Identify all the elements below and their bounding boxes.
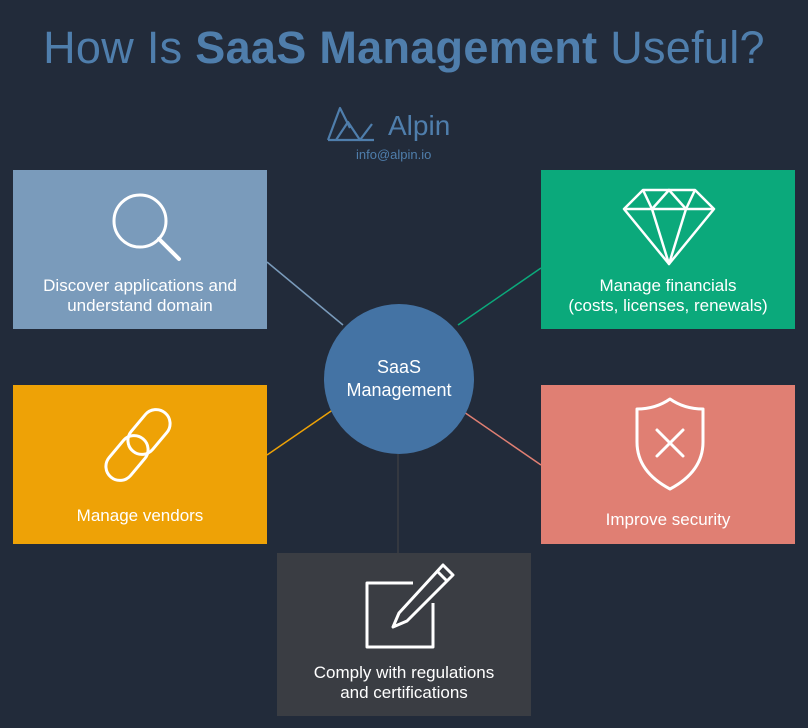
- connector-security: [460, 409, 542, 466]
- magnifier-icon: [112, 193, 181, 261]
- card-vendors-label: Manage vendors: [13, 506, 267, 526]
- card-discover-label: Discover applications and understand dom…: [13, 276, 267, 316]
- card-comply-regulations: Comply with regulations and certificatio…: [277, 553, 531, 716]
- card-manage-financials: Manage financials (costs, licenses, rene…: [541, 170, 795, 329]
- card-financials-line2: (costs, licenses, renewals): [568, 296, 768, 315]
- hub-saas-management: SaaS Management: [324, 304, 474, 454]
- chain-link-icon: [104, 408, 172, 482]
- card-discover-line2: understand domain: [67, 296, 213, 315]
- shield-x-icon: [635, 397, 705, 491]
- card-security-line1: Improve security: [605, 510, 731, 529]
- hub-line1: SaaS: [376, 357, 422, 377]
- brand-logo: Alpin info@alpin.io: [326, 104, 476, 162]
- card-manage-vendors: Manage vendors: [13, 385, 267, 544]
- brand-email: info@alpin.io: [356, 147, 432, 162]
- title-prefix: How Is: [43, 22, 196, 73]
- hub-line2: Management: [346, 380, 452, 400]
- alpin-logo-icon: [326, 106, 374, 142]
- card-discover-line1: Discover applications and: [43, 276, 237, 295]
- card-comply-line1: Comply with regulations: [313, 663, 495, 682]
- connector-vendors: [266, 406, 338, 456]
- diamond-icon: [622, 188, 716, 266]
- connector-discover: [266, 261, 344, 326]
- card-security-label: Improve security: [541, 510, 795, 530]
- connector-financials: [457, 267, 542, 326]
- title-emphasis: SaaS Management: [195, 22, 598, 73]
- card-discover-applications: Discover applications and understand dom…: [13, 170, 267, 329]
- page-title: How Is SaaS Management Useful?: [0, 22, 808, 74]
- brand-name: Alpin: [388, 110, 451, 141]
- card-financials-line1: Manage financials: [599, 276, 737, 295]
- card-improve-security: Improve security: [541, 385, 795, 544]
- title-suffix: Useful?: [597, 22, 765, 73]
- edit-pencil-icon: [365, 563, 455, 649]
- card-financials-label: Manage financials (costs, licenses, rene…: [541, 276, 795, 316]
- card-comply-label: Comply with regulations and certificatio…: [277, 663, 531, 703]
- card-comply-line2: and certifications: [340, 683, 468, 702]
- card-vendors-line1: Manage vendors: [76, 506, 204, 525]
